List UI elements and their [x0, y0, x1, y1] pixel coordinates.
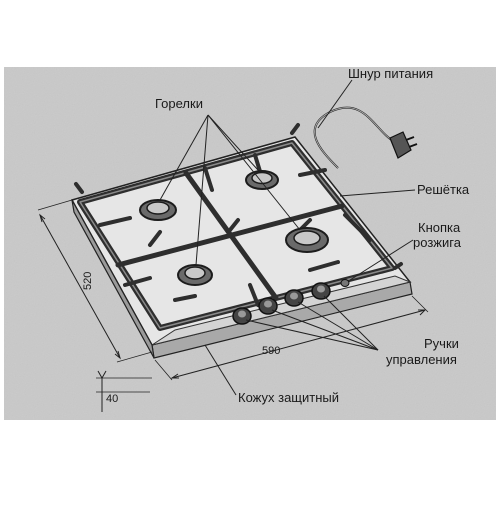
grate — [74, 123, 403, 331]
burner-back-right — [245, 170, 279, 190]
control-knob — [232, 307, 252, 325]
power-cord — [313, 106, 396, 169]
grate-cross-bar — [183, 170, 279, 301]
control-knob — [311, 282, 331, 300]
label-ignition-button-line1: Кнопка — [418, 220, 461, 235]
label-control-knobs-line1: Ручки — [424, 336, 459, 351]
burner-front-right-large — [285, 227, 329, 253]
label-protective-casing: Кожух защитный — [238, 390, 339, 405]
label-ignition-button-line2: розжига — [413, 235, 462, 250]
burner-back-left — [139, 199, 177, 221]
dimension-lines — [37, 199, 429, 412]
power-plug-icon — [389, 131, 418, 159]
dimension-depth-label: 520 — [82, 272, 94, 290]
dimension-height-label: 40 — [106, 393, 118, 405]
burners — [139, 170, 329, 286]
hob-left-face — [71, 199, 155, 359]
ignition-button — [340, 279, 350, 287]
label-burners: Горелки — [155, 96, 203, 111]
label-control-knobs-line2: управления — [386, 352, 457, 367]
label-power-cord: Шнур питания — [348, 66, 433, 81]
control-knob — [258, 297, 278, 315]
leader-lines — [159, 79, 416, 396]
dimension-width-label: 590 — [262, 345, 280, 357]
label-grate: Решётка — [417, 182, 470, 197]
control-knobs — [232, 282, 331, 325]
burner-front-left — [177, 264, 213, 286]
